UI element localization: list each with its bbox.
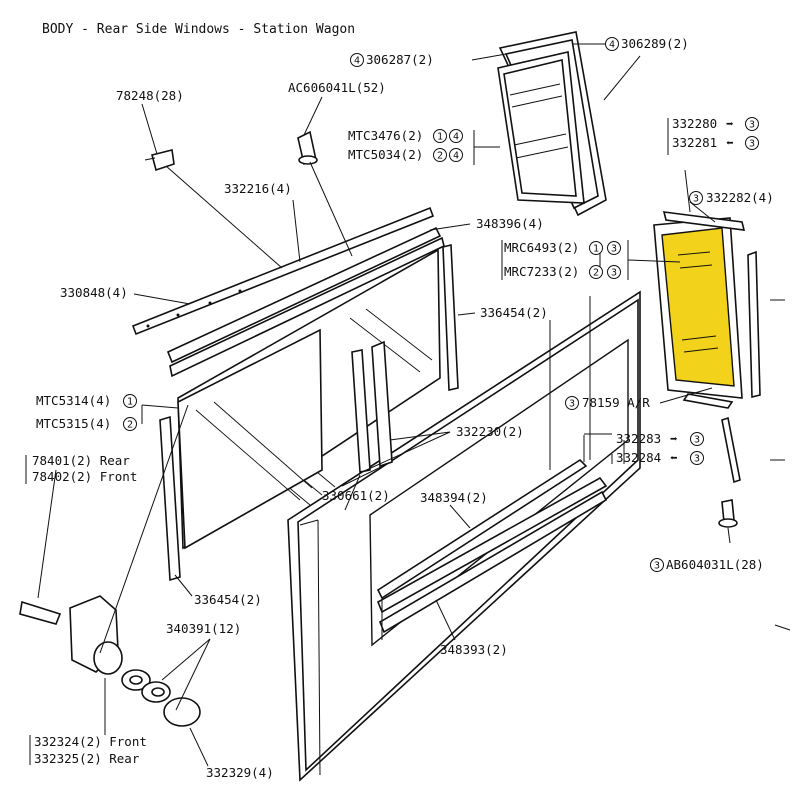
callout-348394: 348394(2) xyxy=(420,490,488,505)
svg-text:2: 2 xyxy=(127,420,133,431)
vertical-channels xyxy=(159,243,459,582)
diagram-title: BODY - Rear Side Windows - Station Wagon xyxy=(42,22,355,37)
svg-text:3: 3 xyxy=(694,454,700,465)
fasteners xyxy=(19,130,738,625)
svg-text:332282(4): 332282(4) xyxy=(706,190,774,205)
svg-text:78159 A/R: 78159 A/R xyxy=(582,395,650,410)
callout-ac606041l: AC606041L(52) xyxy=(288,80,386,95)
svg-text:MRC7233(2): MRC7233(2) xyxy=(504,264,579,279)
callout-332230: 332230(2) xyxy=(456,424,524,439)
callout-332283: 332283 ➡ 3 xyxy=(616,431,704,446)
svg-text:4: 4 xyxy=(354,56,360,67)
svg-text:MRC6493(2): MRC6493(2) xyxy=(504,240,579,255)
svg-text:306287(2): 306287(2) xyxy=(366,52,434,67)
svg-text:3: 3 xyxy=(654,561,660,572)
callout-332325: 332325(2) Rear xyxy=(34,751,140,766)
svg-text:MTC5034(2): MTC5034(2) xyxy=(348,147,423,162)
callout-78401: 78401(2) Rear xyxy=(32,453,130,468)
callout-330848: 330848(4) xyxy=(60,285,128,300)
callout-mtc5034: MTC5034(2) 2 4 xyxy=(348,147,463,162)
svg-text:1: 1 xyxy=(437,132,443,143)
callout-78248: 78248(28) xyxy=(116,88,184,103)
svg-text:332280: 332280 xyxy=(672,116,717,131)
catch-assembly xyxy=(69,595,201,727)
arrow-right-icon: ➡ xyxy=(726,116,734,131)
highlighted-window xyxy=(653,211,761,484)
svg-text:3: 3 xyxy=(749,120,755,131)
svg-text:306289(2): 306289(2) xyxy=(621,36,689,51)
edge-marks xyxy=(770,299,791,631)
callout-mtc3476: MTC3476(2) 1 4 xyxy=(348,128,463,143)
svg-text:1: 1 xyxy=(127,397,133,408)
callout-332324: 332324(2) Front xyxy=(34,734,147,749)
callout-306287: 4 306287(2) xyxy=(350,52,434,67)
callout-336454-upper: 336454(2) xyxy=(480,305,548,320)
svg-text:3: 3 xyxy=(569,399,575,410)
callout-306289: 4 306289(2) xyxy=(605,36,689,51)
svg-text:2: 2 xyxy=(593,268,599,279)
lower-rails xyxy=(376,458,608,640)
callout-332280: 332280 ➡ 3 xyxy=(672,116,759,131)
svg-text:4: 4 xyxy=(453,151,459,162)
svg-text:3: 3 xyxy=(611,268,617,279)
callout-ab604031l: 3 AB604031L(28) xyxy=(650,557,764,572)
quarter-glass-unit xyxy=(497,31,607,217)
svg-text:332281: 332281 xyxy=(672,135,717,150)
callout-330661: 330661(2) xyxy=(322,488,390,503)
svg-text:MTC5315(4): MTC5315(4) xyxy=(36,416,111,431)
callout-336454-lower: 336454(2) xyxy=(194,592,262,607)
svg-text:4: 4 xyxy=(453,132,459,143)
callout-mtc5314: MTC5314(4) 1 xyxy=(36,393,137,408)
svg-text:3: 3 xyxy=(694,435,700,446)
svg-text:3: 3 xyxy=(749,139,755,150)
callout-mrc7233: MRC7233(2) 2 3 xyxy=(504,264,621,279)
svg-text:MTC3476(2): MTC3476(2) xyxy=(348,128,423,143)
callout-332282: 3 332282(4) xyxy=(689,190,774,205)
sliding-glass-pane xyxy=(177,248,441,550)
svg-text:3: 3 xyxy=(693,194,699,205)
callout-78402: 78402(2) Front xyxy=(32,469,137,484)
svg-text:332284: 332284 xyxy=(616,450,661,465)
svg-text:1: 1 xyxy=(593,244,599,255)
callout-332216: 332216(4) xyxy=(224,181,292,196)
callout-332281: 332281 ⬅ 3 xyxy=(672,135,759,150)
svg-text:332283: 332283 xyxy=(616,431,661,446)
svg-text:AB604031L(28): AB604031L(28) xyxy=(666,557,764,572)
leader-lines xyxy=(25,43,731,767)
callout-mtc5315: MTC5315(4) 2 xyxy=(36,416,137,431)
callout-332329: 332329(4) xyxy=(206,765,274,780)
svg-text:3: 3 xyxy=(611,244,617,255)
callout-78159: 3 78159 A/R xyxy=(565,395,650,410)
callout-348396: 348396(4) xyxy=(476,216,544,231)
callout-332284: 332284 ⬅ 3 xyxy=(616,450,704,465)
svg-text:2: 2 xyxy=(437,151,443,162)
arrow-left-icon: ⬅ xyxy=(726,135,734,150)
svg-text:4: 4 xyxy=(609,40,615,51)
callout-340391: 340391(12) xyxy=(166,621,241,636)
callout-348393: 348393(2) xyxy=(440,642,508,657)
upper-channels xyxy=(131,206,445,378)
svg-text:MTC5314(4): MTC5314(4) xyxy=(36,393,111,408)
arrow-left-icon: ⬅ xyxy=(670,450,678,465)
arrow-right-icon: ➡ xyxy=(670,431,678,446)
callout-mrc6493: MRC6493(2) 1 3 xyxy=(504,240,621,255)
